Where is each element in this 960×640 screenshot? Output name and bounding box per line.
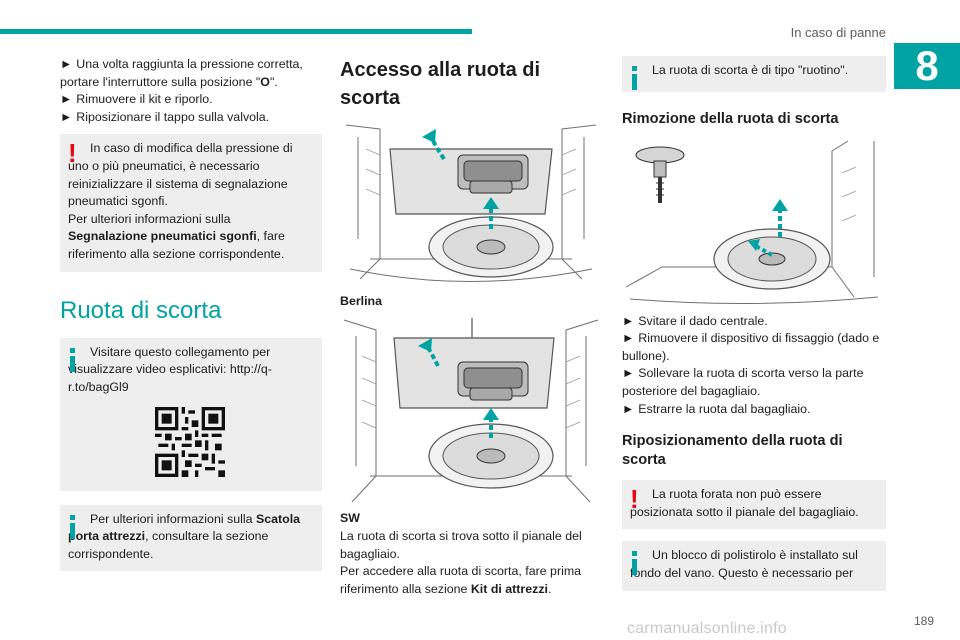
- info-text: Per ulteriori informazioni sulla Scatola…: [68, 511, 312, 564]
- caption-berlina: Berlina: [340, 293, 383, 308]
- column-3: La ruota di scorta è di tipo "ruotino". …: [622, 56, 886, 591]
- paragraph-text: .: [547, 581, 552, 596]
- warning-icon: !: [630, 484, 639, 515]
- bullet-text: Una volta raggiunta la pressione corrett…: [60, 57, 303, 89]
- bullet-list: ►Una volta raggiunta la pressione corret…: [60, 56, 322, 126]
- heading-removal: Rimozione della ruota di scorta: [622, 110, 839, 127]
- illustration-wheel-removal: [622, 136, 884, 305]
- bullet-item: ►Estrarre la ruota dal bagagliaio.: [622, 401, 886, 419]
- warning-icon: !: [68, 138, 77, 169]
- info-text: La ruota di scorta è di tipo "ruotino".: [652, 63, 849, 77]
- warning-text-2: Per ulteriori informazioni sulla Segnala…: [68, 211, 312, 264]
- paragraph-access: Per accedere alla ruota di scorta, fare …: [340, 563, 602, 598]
- info-icon: [632, 551, 637, 576]
- illustration-sw-boot: [340, 316, 602, 507]
- warning-text: In caso di modifica della pressione di u…: [68, 140, 312, 210]
- bullet-item: ►Svitare il dado centrale.: [622, 313, 886, 331]
- bullet-item: ►Una volta raggiunta la pressione corret…: [60, 56, 322, 91]
- warning-text-bold: Segnalazione pneumatici sgonfi: [68, 229, 257, 244]
- chapter-number-tab: 8: [894, 43, 960, 89]
- bullet-item: ►Rimuovere il dispositivo di fissaggio (…: [622, 330, 886, 365]
- info-icon: [70, 347, 75, 372]
- paragraph-location: La ruota di scorta si trova sotto il pia…: [340, 529, 582, 561]
- bullet-text: Sollevare la ruota di scorta verso la pa…: [622, 366, 864, 399]
- bullet-item: ►Riposizionare il tappo sulla valvola.: [60, 109, 322, 127]
- bullet-arrow: ►: [622, 366, 635, 381]
- bullet-text: ".: [269, 74, 278, 89]
- info-note-toolbox: Per ulteriori informazioni sulla Scatola…: [60, 504, 322, 572]
- bullet-text: Riposizionare il tappo sulla valvola.: [76, 109, 270, 124]
- column-2: Accesso alla ruota di scorta Berlina: [340, 56, 602, 598]
- info-icon: [632, 66, 637, 90]
- warning-note: ! La ruota forata non può essere posizio…: [622, 480, 886, 530]
- info-text-bold: Scatola porta attrezzi: [68, 511, 301, 544]
- bullet-arrow: ►: [60, 109, 73, 124]
- page-number: 189: [913, 614, 934, 628]
- bullet-arrow: ►: [622, 313, 635, 328]
- bullet-bold: O: [260, 74, 270, 89]
- section-heading-spare-wheel: Ruota di scorta: [60, 296, 222, 324]
- info-note-video: Visitare questo collegamento per visuali…: [60, 337, 322, 491]
- info-note-polystyrene: Un blocco di polistirolo è installato su…: [622, 541, 886, 591]
- info-text: Un blocco di polistirolo è installato su…: [630, 548, 858, 580]
- info-text: Visitare questo collegamento per visuali…: [68, 344, 272, 394]
- watermark: carmanualsonline.info: [627, 620, 787, 637]
- section-title: In caso di panne: [790, 25, 886, 40]
- bullet-item: ►Sollevare la ruota di scorta verso la p…: [622, 365, 886, 400]
- warning-text-part: In caso di modifica della pressione di u…: [68, 141, 293, 209]
- paragraph-text: Per accedere alla ruota di scorta, fare …: [340, 564, 582, 596]
- heading-access-spare-wheel: Accesso alla ruota di scorta: [340, 59, 541, 110]
- warning-note: ! In caso di modifica della pressione di…: [60, 134, 322, 272]
- paragraph-bold: Kit di attrezzi: [470, 581, 548, 596]
- header-accent-bar: [0, 29, 472, 34]
- warning-text: La ruota forata non può essere posiziona…: [630, 487, 859, 519]
- bullet-arrow: ►: [622, 401, 635, 416]
- bullet-item: ►Rimuovere il kit e riporlo.: [60, 91, 322, 109]
- caption-sw: SW: [340, 511, 360, 526]
- bullet-arrow: ►: [622, 331, 635, 346]
- bullet-text: Estrarre la ruota dal bagagliaio.: [638, 401, 811, 416]
- bullet-text: Rimuovere il kit e riporlo.: [76, 92, 213, 107]
- bullet-arrow: ►: [60, 57, 73, 71]
- column-1: ►Una volta raggiunta la pressione corret…: [60, 56, 322, 572]
- illustration-berlina-boot: [340, 118, 602, 287]
- warning-text-part: Per ulteriori informazioni sulla: [68, 211, 231, 226]
- info-note-wheel-type: La ruota di scorta è di tipo "ruotino".: [622, 56, 886, 92]
- bullet-text: Svitare il dado centrale.: [638, 313, 768, 328]
- bullet-arrow: ►: [60, 92, 73, 107]
- warning-text-part: , fare riferimento alla sezione corrispo…: [68, 229, 285, 262]
- info-text-part: , consultare la sezione corrispondente.: [68, 529, 269, 561]
- qr-code-icon[interactable]: [155, 406, 225, 477]
- info-icon: [70, 514, 75, 539]
- bullet-text: Rimuovere il dispositivo di fissaggio (d…: [622, 331, 880, 363]
- info-text-part: Per ulteriori informazioni sulla: [90, 511, 256, 526]
- heading-reposition: Riposizionamento della ruota di scorta: [622, 433, 843, 469]
- bullet-list: ►Svitare il dado centrale. ►Rimuovere il…: [622, 313, 886, 419]
